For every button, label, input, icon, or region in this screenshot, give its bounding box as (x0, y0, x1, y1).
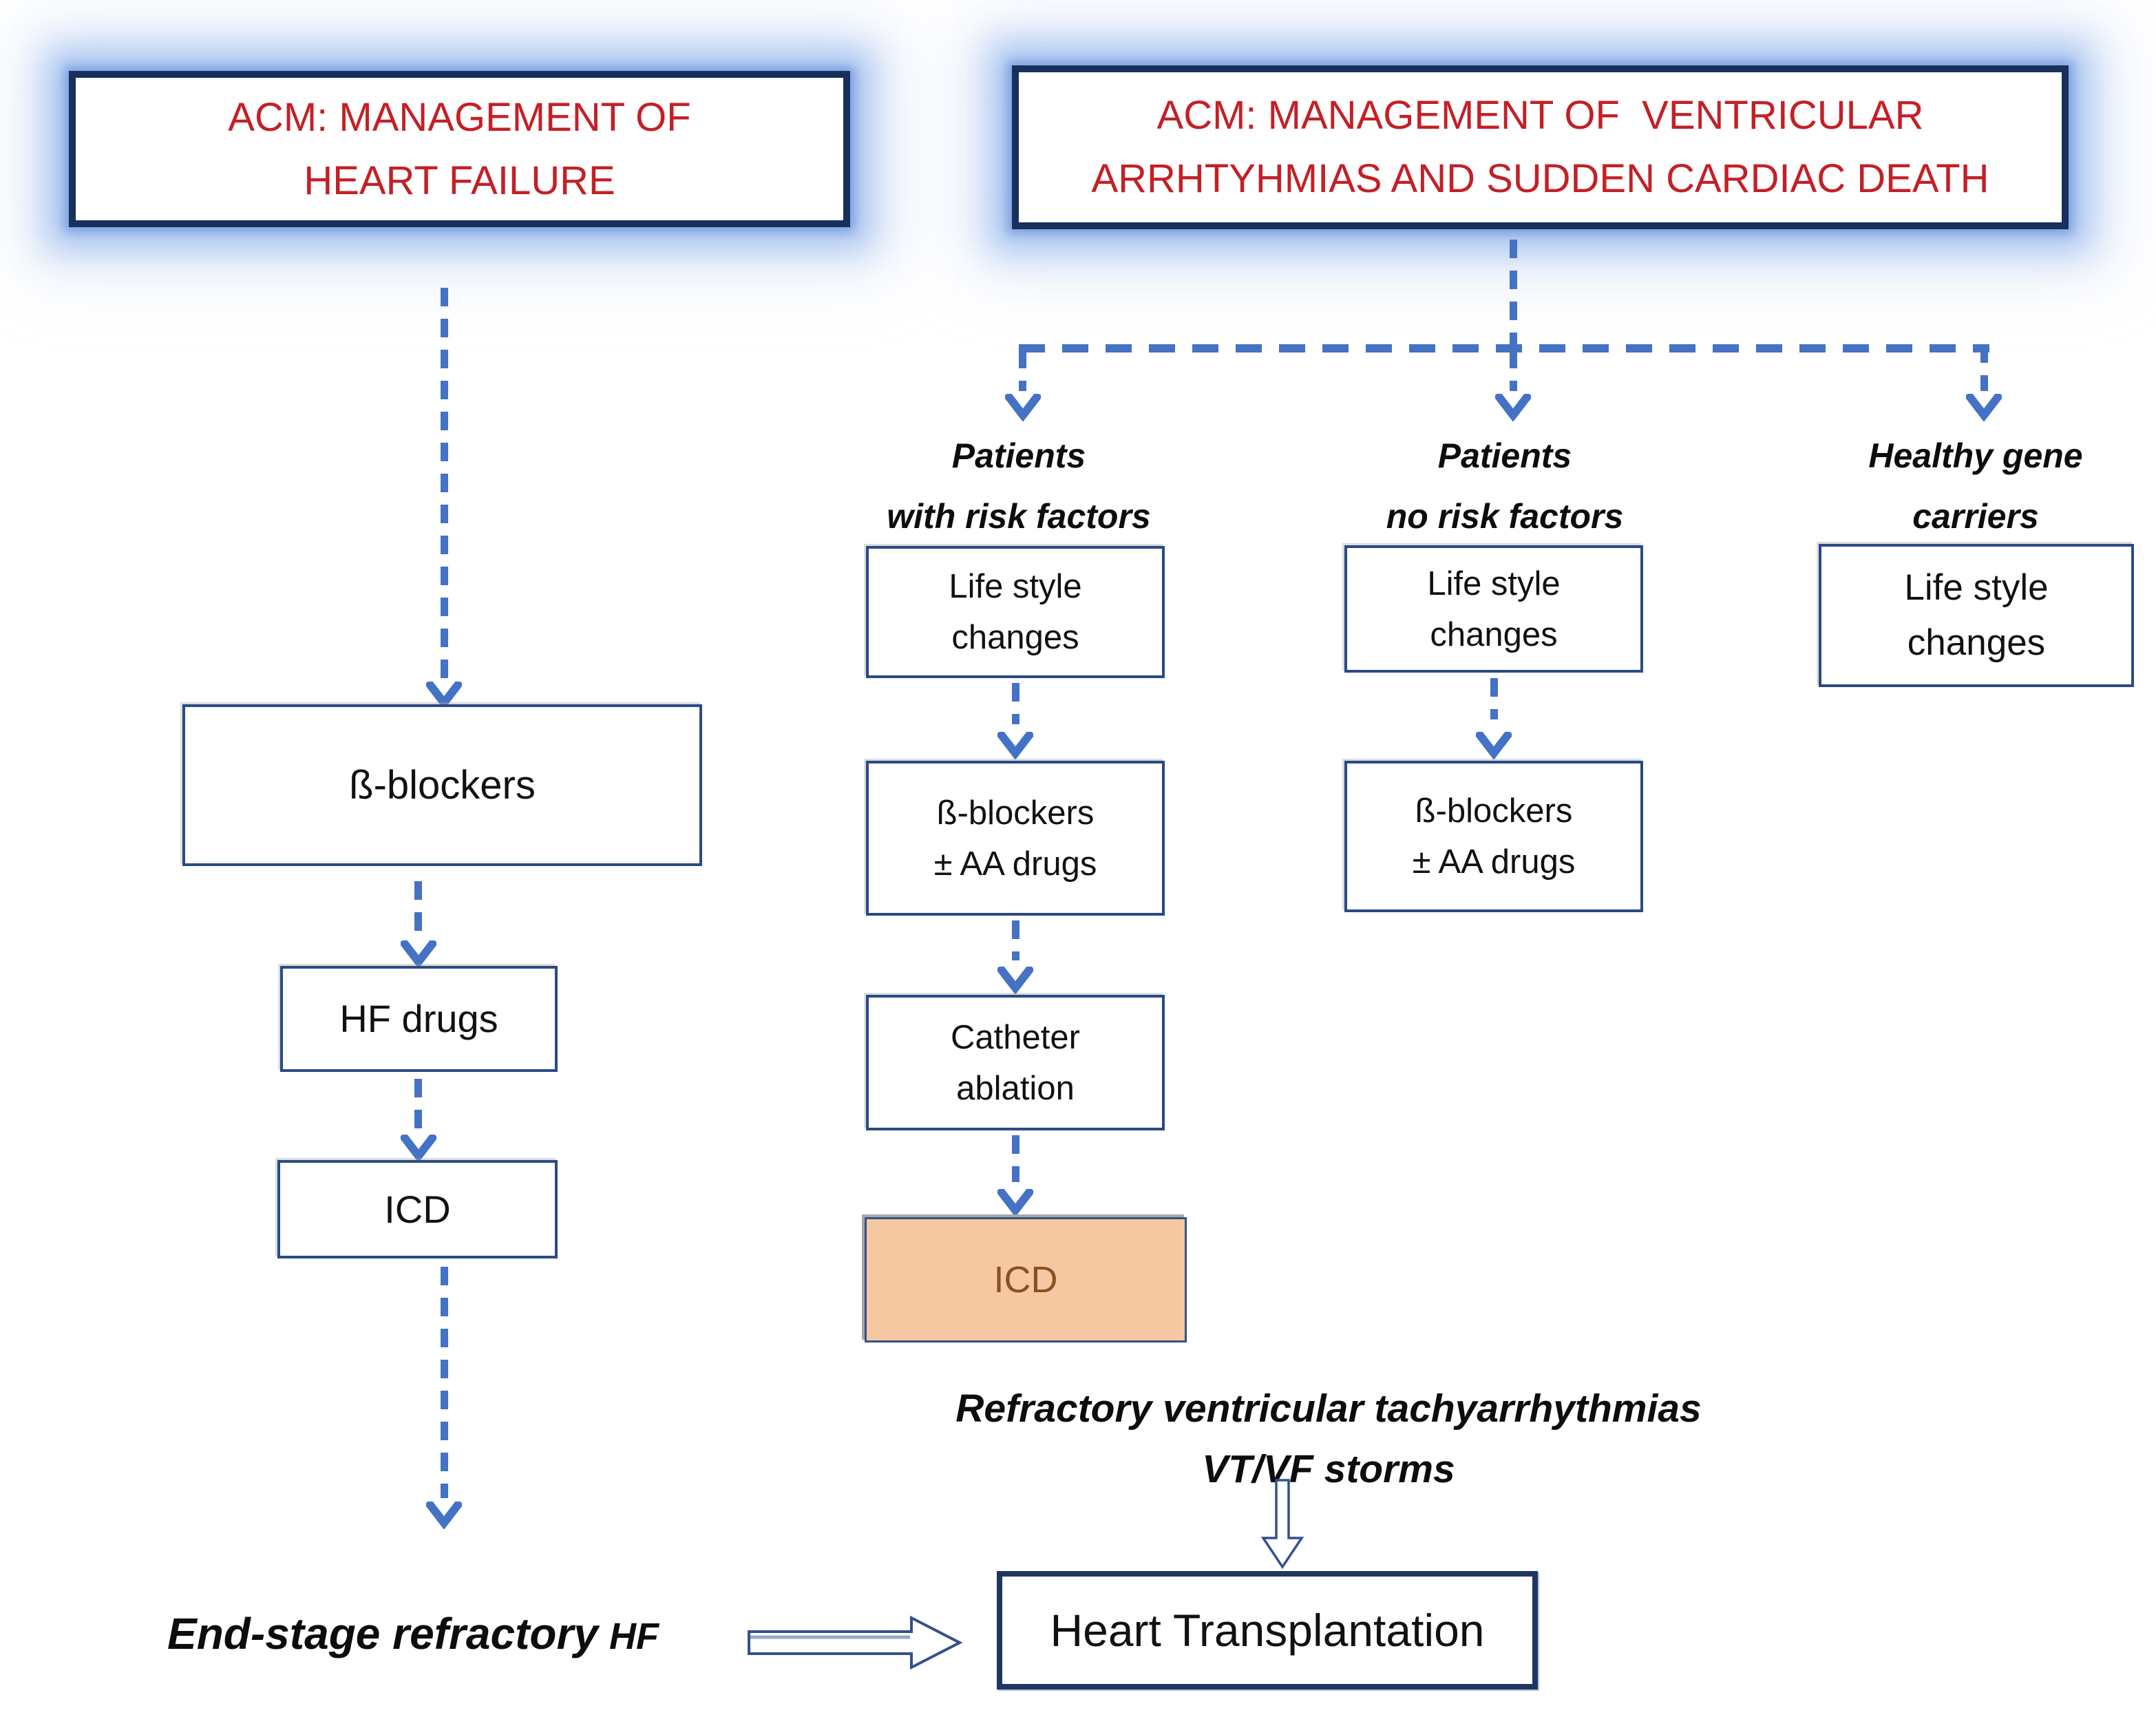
bb-line: ± AA drugs (933, 845, 1097, 883)
lifestyle-box-col2: Life style changes (1344, 545, 1643, 673)
heading-line: with risk factors (887, 497, 1151, 536)
lifestyle-line: Life style (949, 568, 1082, 605)
lifestyle-line: changes (951, 619, 1079, 656)
dashed-connector-beta-to-hfdrugs (414, 881, 422, 936)
ventricular-arrhythmias-title-box: ACM: MANAGEMENT OF VENTRICULAR ARRHTYHMI… (1012, 65, 2069, 229)
heading-patients-no-risk: Patients no risk factors (1333, 425, 1677, 547)
hfdrugs-box: HF drugs (280, 966, 558, 1072)
dashed-drop-col3 (1980, 344, 1988, 391)
bb-line: ß-blockers (936, 794, 1095, 832)
betablockers-aa-box-col1: ß-blockers ± AA drugs (866, 761, 1165, 916)
lifestyle-line: Life style (1904, 567, 2049, 608)
dashed-branch-horizontal (1019, 344, 1989, 352)
heart-transplantation-label: Heart Transplantation (1050, 1605, 1485, 1656)
arrowhead-down-icon (1495, 394, 1531, 421)
dashed-connector-col1-c (1012, 1135, 1019, 1182)
betablockers-aa-box-col2: ß-blockers ± AA drugs (1344, 761, 1643, 912)
dashed-connector-hfdrugs-to-icd (414, 1079, 422, 1130)
arrowhead-down-icon (401, 940, 436, 968)
heart-failure-title-line2: HEART FAILURE (304, 158, 615, 203)
heading-line: Patients (951, 436, 1086, 475)
arrowhead-down-icon (997, 1189, 1033, 1216)
arrowhead-down-icon (997, 967, 1033, 994)
hfdrugs-label: HF drugs (339, 997, 498, 1040)
heading-patients-with-risk: Patients with risk factors (847, 425, 1191, 547)
catheter-line: Catheter (951, 1018, 1080, 1056)
dashed-connector-col2-a (1490, 678, 1498, 719)
dashed-connector-title-stub (1510, 240, 1517, 348)
icd-highlighted-label: ICD (993, 1259, 1058, 1300)
arrowhead-down-icon (426, 1502, 462, 1529)
end-stage-hf-text: HF (609, 1616, 659, 1657)
icd-left-label: ICD (384, 1187, 451, 1231)
heart-failure-title-box: ACM: MANAGEMENT OF HEART FAILURE (69, 71, 850, 227)
block-arrow-right-icon (748, 1615, 962, 1670)
end-stage-refractory-label: End-stage refractory HF (103, 1608, 723, 1659)
refractory-line2: VT/VF storms (1202, 1447, 1455, 1491)
arrowhead-down-icon (1476, 732, 1512, 759)
betablockers-box: ß-blockers (182, 704, 702, 866)
lifestyle-line: Life style (1427, 565, 1561, 602)
dashed-drop-col2 (1510, 350, 1517, 391)
catheter-ablation-box: Catheter ablation (866, 995, 1165, 1130)
lifestyle-line: changes (1430, 615, 1558, 653)
dashed-connector-col1-a (1012, 683, 1019, 724)
block-arrow-down-icon (1260, 1479, 1304, 1570)
betablockers-label: ß-blockers (349, 762, 536, 808)
va-title-line2: ARRHTYHMIAS AND SUDDEN CARDIAC DEATH (1091, 156, 1989, 201)
catheter-line: ablation (956, 1069, 1075, 1107)
heading-line: Patients (1437, 436, 1572, 475)
heading-line: no risk factors (1386, 497, 1624, 536)
refractory-line1: Refractory ventricular tachyarrhythmias (955, 1387, 1702, 1431)
lifestyle-box-col3: Life style changes (1819, 544, 2134, 687)
end-stage-main-text: End-stage refractory (167, 1609, 598, 1658)
arrowhead-down-icon (1966, 394, 2002, 421)
arrowhead-down-icon (401, 1135, 436, 1162)
dashed-connector-icd-to-endstage (441, 1267, 448, 1498)
lifestyle-box-col1: Life style changes (866, 546, 1165, 678)
heading-line: Healthy gene (1868, 436, 2083, 475)
heading-healthy-gene-carriers: Healthy gene carriers (1804, 425, 2148, 547)
icd-highlighted-box: ICD (865, 1217, 1187, 1342)
arrowhead-down-icon (1005, 394, 1041, 421)
dashed-connector-title-to-betablockers (441, 288, 448, 678)
heading-line: carriers (1912, 497, 2039, 536)
heart-transplantation-box: Heart Transplantation (997, 1571, 1538, 1689)
refractory-vt-vf-label: Refractory ventricular tachyarrhythmias … (812, 1378, 1845, 1499)
lifestyle-line: changes (1907, 622, 2046, 663)
arrowhead-down-icon (426, 682, 462, 709)
icd-left-box: ICD (277, 1160, 558, 1258)
bb-line: ± AA drugs (1412, 843, 1576, 881)
arrowhead-down-icon (997, 732, 1033, 759)
dashed-connector-col1-b (1012, 920, 1019, 960)
va-title-line1: ACM: MANAGEMENT OF VENTRICULAR (1156, 93, 1924, 138)
heart-failure-title-line1: ACM: MANAGEMENT OF (228, 94, 691, 140)
bb-line: ß-blockers (1415, 792, 1573, 830)
dashed-drop-col1 (1019, 350, 1026, 391)
